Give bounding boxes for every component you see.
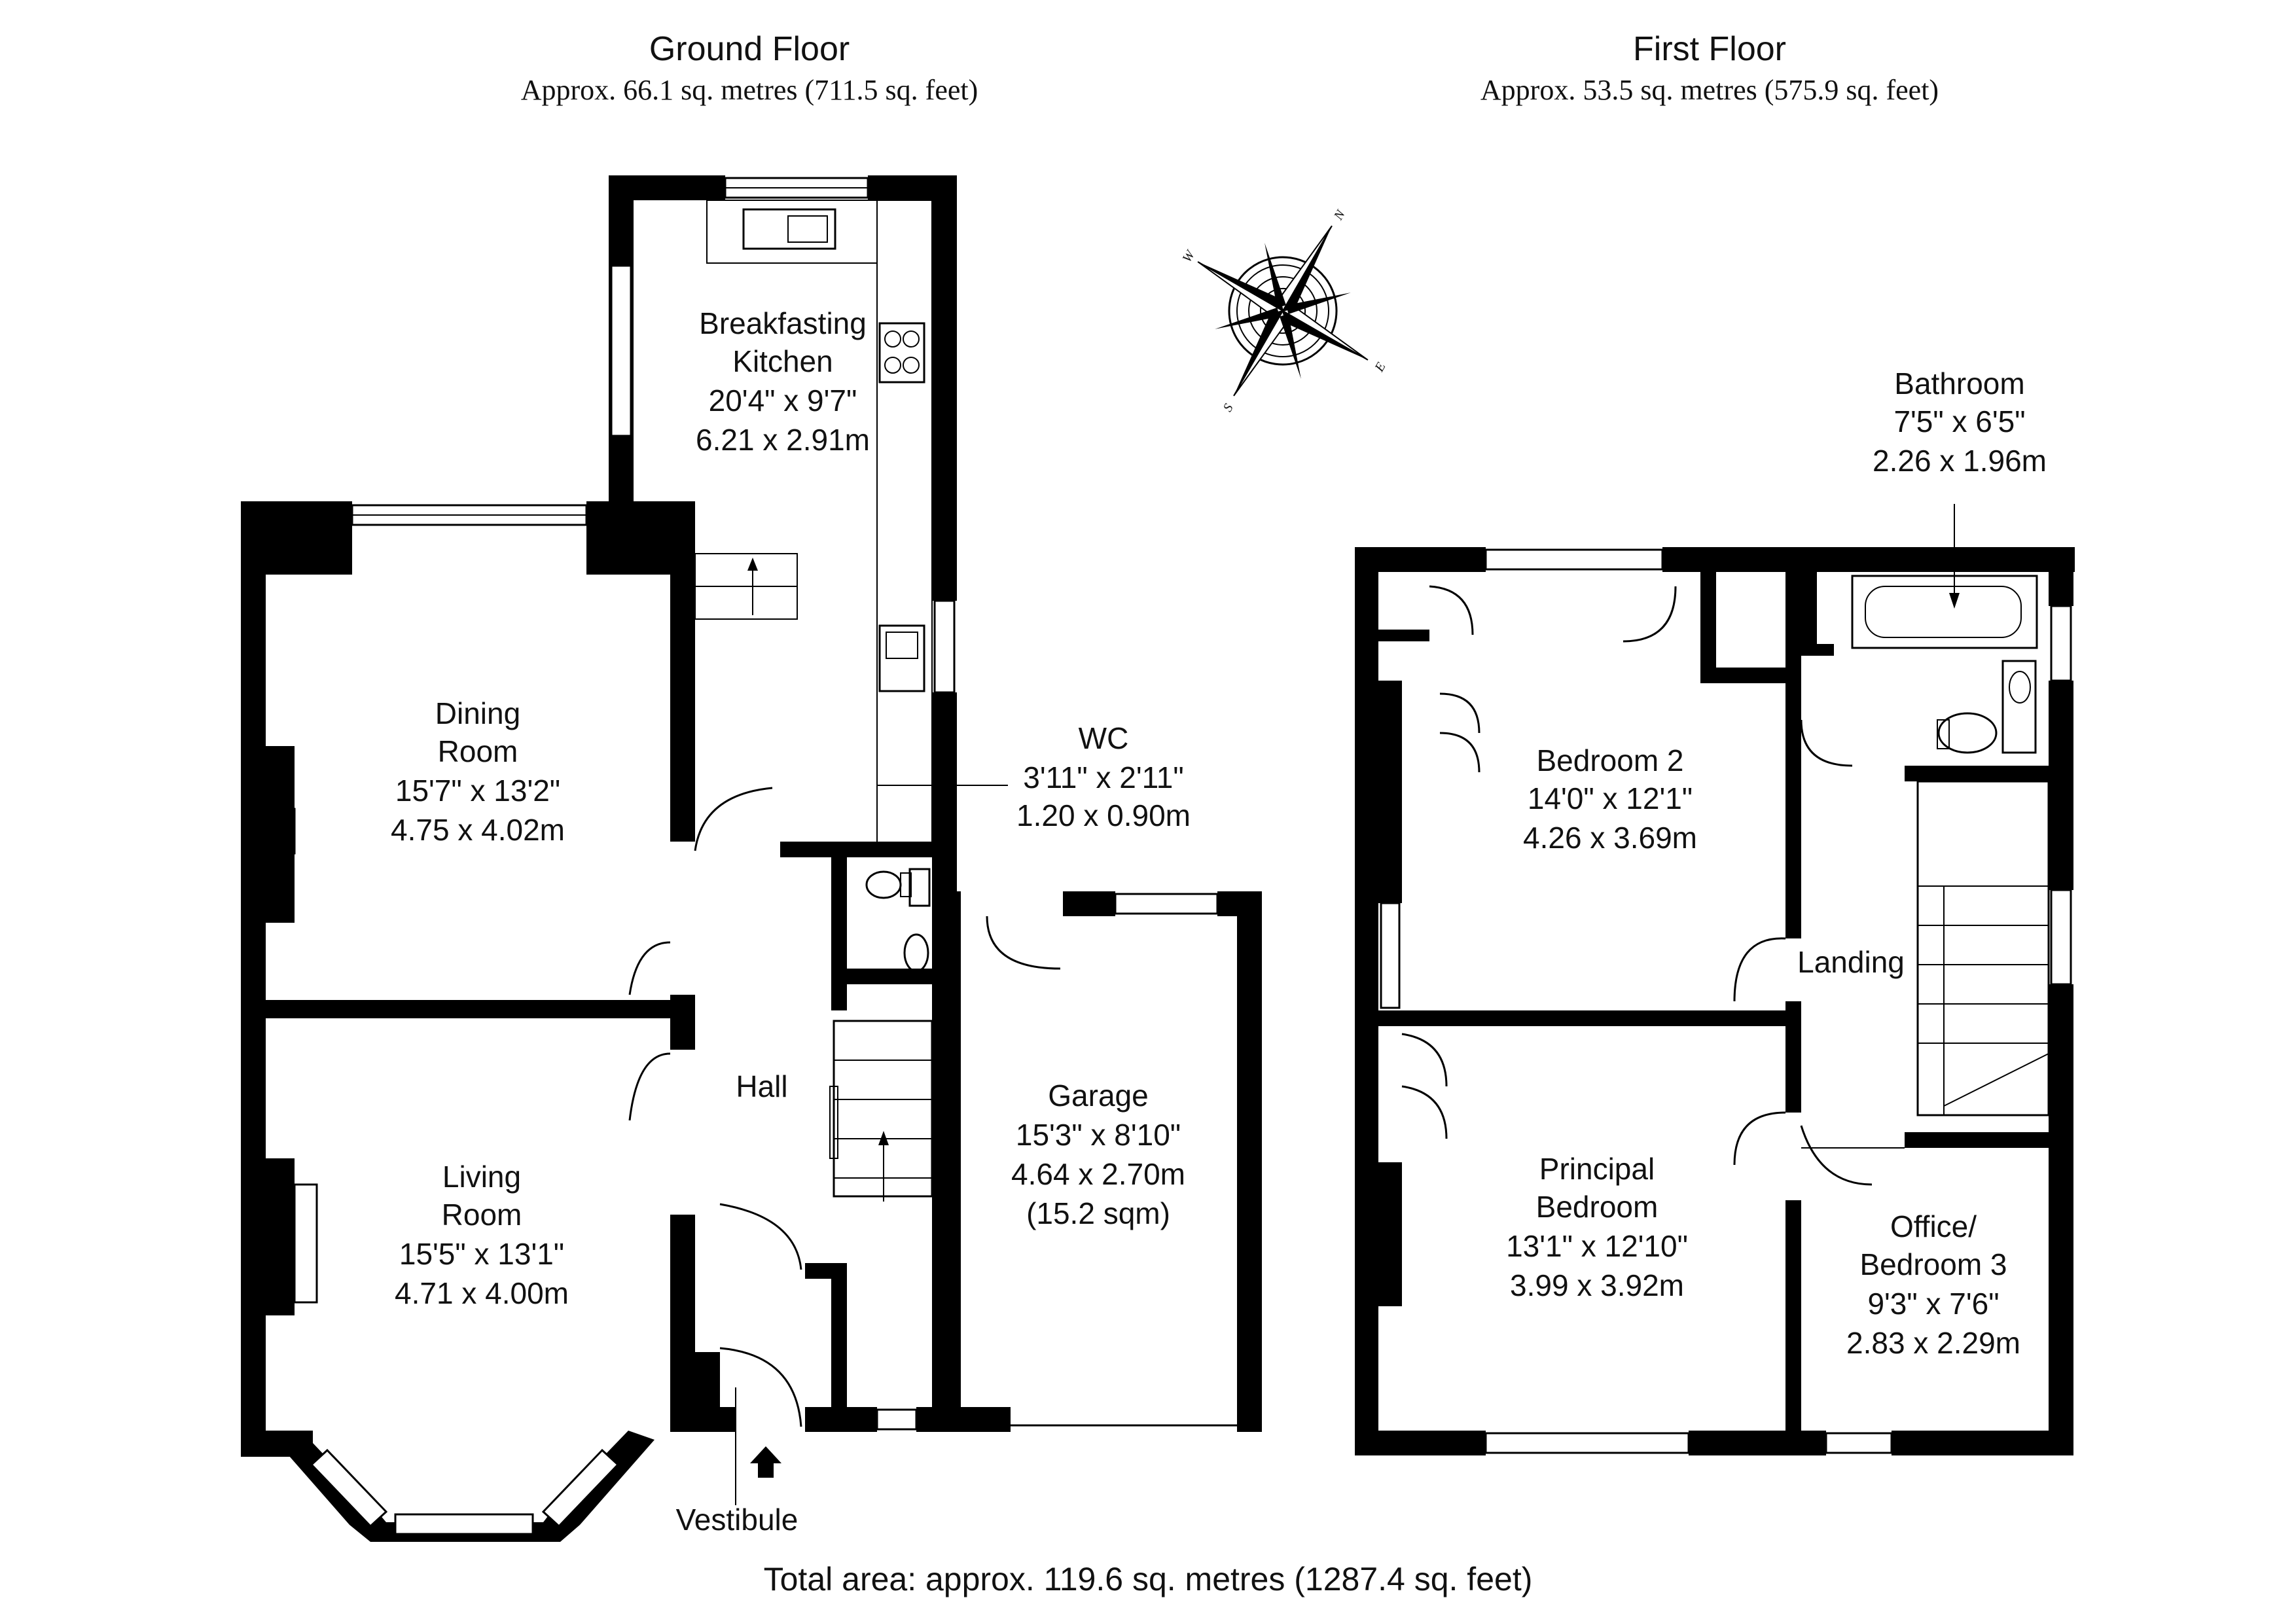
living-name-line1: Living bbox=[442, 1160, 521, 1194]
wc-imperial: 3'11" x 2'11" bbox=[1023, 760, 1183, 794]
ground-floor-header: Ground Floor Approx. 66.1 sq. metres (71… bbox=[521, 30, 978, 106]
compass-rose: W N E S bbox=[1180, 207, 1389, 414]
compass-letter-e: E bbox=[1372, 360, 1389, 374]
bedroom2-imperial: 14'0" x 12'1" bbox=[1528, 781, 1693, 815]
office-imperial: 9'3" x 7'6" bbox=[1867, 1287, 1999, 1321]
first-floor-plan bbox=[1355, 504, 2075, 1455]
principal-imperial: 13'1" x 12'10" bbox=[1506, 1229, 1688, 1263]
kitchen-metric: 6.21 x 2.91m bbox=[696, 423, 870, 457]
dining-imperial: 15'7" x 13'2" bbox=[395, 774, 560, 808]
kitchen-name-line2: Kitchen bbox=[732, 344, 833, 378]
garage-metric: 4.64 x 2.70m bbox=[1011, 1157, 1185, 1191]
dining-name-line1: Dining bbox=[435, 696, 520, 730]
bathroom-imperial: 7'5" x 6'5" bbox=[1893, 404, 2025, 438]
room-label-bathroom: Bathroom 7'5" x 6'5" 2.26 x 1.96m bbox=[1873, 366, 2047, 478]
bathroom-name: Bathroom bbox=[1894, 366, 2024, 401]
ground-floor-plan bbox=[241, 175, 1262, 1542]
compass-letter-w: W bbox=[1180, 247, 1199, 264]
room-label-landing: Landing bbox=[1797, 945, 1905, 979]
hall-name: Hall bbox=[736, 1069, 787, 1103]
room-label-office: Office/ Bedroom 3 9'3" x 7'6" 2.83 x 2.2… bbox=[1846, 1209, 2020, 1360]
wc-name: WC bbox=[1079, 721, 1129, 755]
bedroom2-name: Bedroom 2 bbox=[1536, 743, 1683, 777]
ground-floor-title: Ground Floor bbox=[649, 30, 850, 68]
first-floor-area: Approx. 53.5 sq. metres (575.9 sq. feet) bbox=[1480, 74, 1939, 106]
kitchen-imperial: 20'4" x 9'7" bbox=[709, 383, 857, 418]
living-name-line2: Room bbox=[442, 1198, 522, 1232]
first-floor-header: First Floor Approx. 53.5 sq. metres (575… bbox=[1480, 30, 1939, 106]
living-metric: 4.71 x 4.00m bbox=[395, 1276, 569, 1310]
office-name-line1: Office/ bbox=[1890, 1209, 1977, 1243]
ground-floor-area: Approx. 66.1 sq. metres (711.5 sq. feet) bbox=[521, 74, 978, 106]
room-label-bedroom2: Bedroom 2 14'0" x 12'1" 4.26 x 3.69m bbox=[1523, 743, 1697, 855]
first-floor-title: First Floor bbox=[1633, 30, 1786, 68]
garage-name: Garage bbox=[1048, 1079, 1148, 1113]
principal-name-line1: Principal bbox=[1539, 1152, 1655, 1186]
principal-name-line2: Bedroom bbox=[1536, 1190, 1659, 1224]
room-label-living: Living Room 15'5" x 13'1" 4.71 x 4.00m bbox=[395, 1160, 569, 1310]
kitchen-name-line1: Breakfasting bbox=[699, 306, 867, 340]
room-label-garage: Garage 15'3" x 8'10" 4.64 x 2.70m (15.2 … bbox=[1011, 1079, 1185, 1230]
landing-name: Landing bbox=[1797, 945, 1905, 979]
room-label-principal: Principal Bedroom 13'1" x 12'10" 3.99 x … bbox=[1506, 1152, 1688, 1302]
garage-imperial: 15'3" x 8'10" bbox=[1016, 1118, 1181, 1152]
compass-letter-n: N bbox=[1331, 207, 1348, 223]
room-label-wc: WC 3'11" x 2'11" 1.20 x 0.90m bbox=[876, 721, 1191, 846]
principal-metric: 3.99 x 3.92m bbox=[1510, 1268, 1684, 1302]
garage-sqm: (15.2 sqm) bbox=[1026, 1196, 1170, 1230]
vestibule-name: Vestibule bbox=[676, 1503, 798, 1537]
room-label-hall: Hall bbox=[736, 1069, 787, 1103]
dining-name-line2: Room bbox=[438, 734, 518, 768]
dining-metric: 4.75 x 4.02m bbox=[391, 813, 565, 847]
room-label-dining: Dining Room 15'7" x 13'2" 4.75 x 4.02m bbox=[391, 696, 565, 847]
office-metric: 2.83 x 2.29m bbox=[1846, 1326, 2020, 1360]
living-imperial: 15'5" x 13'1" bbox=[399, 1237, 564, 1271]
room-label-kitchen: Breakfasting Kitchen 20'4" x 9'7" 6.21 x… bbox=[696, 306, 870, 457]
office-name-line2: Bedroom 3 bbox=[1859, 1247, 2007, 1281]
compass-letter-s: S bbox=[1221, 401, 1236, 414]
room-label-vestibule: Vestibule bbox=[676, 1503, 798, 1537]
bedroom2-metric: 4.26 x 3.69m bbox=[1523, 821, 1697, 855]
bathroom-metric: 2.26 x 1.96m bbox=[1873, 444, 2047, 478]
wc-metric: 1.20 x 0.90m bbox=[1016, 798, 1191, 832]
total-area: Total area: approx. 119.6 sq. metres (12… bbox=[764, 1561, 1533, 1597]
